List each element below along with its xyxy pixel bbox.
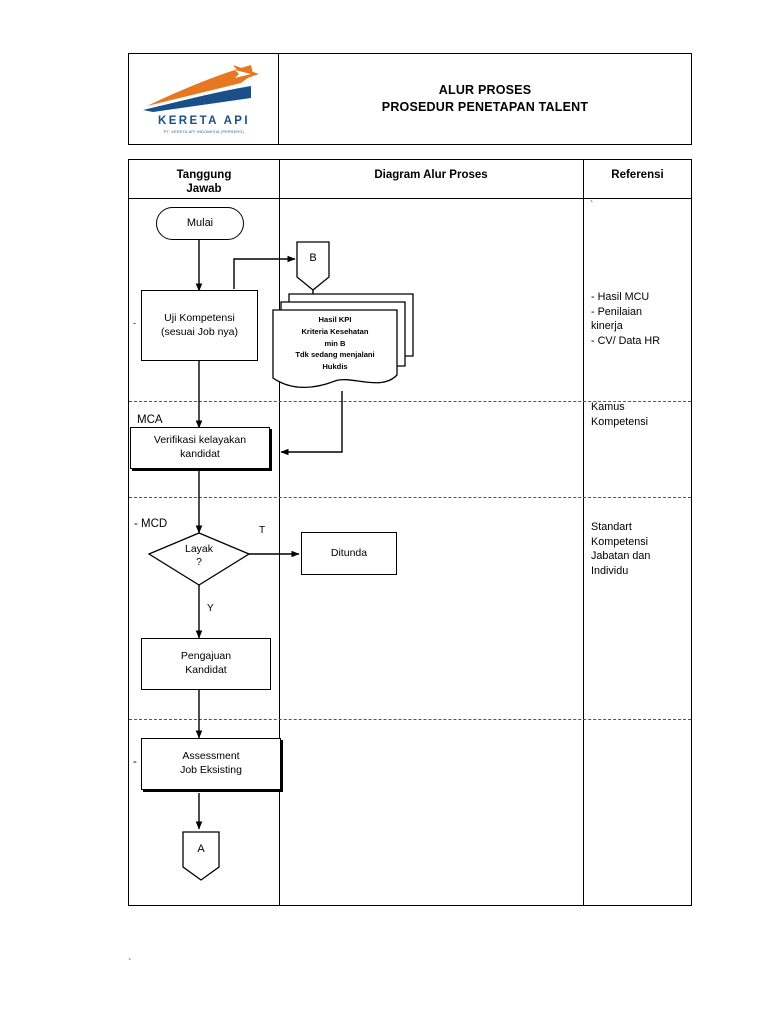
flow-node-assessment-l2: Job Eksisting — [180, 764, 242, 776]
flow-node-verifikasi-l2: kandidat — [180, 448, 220, 460]
header-logo-cell: KERETA API PT. KERETA API INDONESIA (PER… — [129, 54, 279, 144]
logo-wordmark-sub: PT. KERETA API INDONESIA (PERSERO) — [163, 129, 245, 134]
column-header-tanggung-jawab-l1: Tanggung — [176, 169, 232, 181]
flow-node-layak-l2: ? — [196, 556, 202, 569]
column-divider-1 — [279, 160, 280, 905]
column-divider-2 — [583, 160, 584, 905]
column-header-tanggung-jawab-l2: Jawab — [186, 183, 222, 196]
flow-node-ditunda-label: Ditunda — [330, 546, 368, 559]
flow-node-start: Mulai — [156, 207, 244, 240]
doc-line-2: Kriteria Kesehatan — [301, 326, 369, 336]
reference-lane-3: Standart Kompetensi Jabatan dan Individu — [591, 521, 651, 577]
doc-line-3: min B — [324, 338, 346, 348]
lane-separator-1 — [129, 401, 691, 402]
lane-responsible-mca: MCA — [137, 414, 163, 426]
logo-wordmark: KERETA API PT. KERETA API INDONESIA (PER… — [141, 115, 267, 134]
lane-responsible-mcd: - MCD — [134, 518, 168, 530]
flow-node-layak-l1: Layak — [184, 543, 214, 555]
flow-node-layak-text: Layak ? — [169, 543, 229, 569]
doc-line-5: Hukdis — [322, 362, 348, 372]
lane-separator-2 — [129, 497, 691, 498]
flow-node-uji-kompetensi-l2: (sesuai Job nya) — [160, 325, 239, 338]
process-flow-table: Tanggung Jawab Diagram Alur Proses Refer… — [128, 159, 692, 906]
column-header-referensi: Referensi — [611, 169, 664, 181]
tick-mark-uji: - — [133, 318, 136, 328]
flow-node-verifikasi: Verifikasi kelayakan kandidat — [130, 427, 270, 469]
flow-connector-b-label: B — [309, 252, 317, 264]
flow-node-pengajuan-l2: Kandidat — [185, 664, 227, 676]
column-header-tanggung-jawab: Tanggung Jawab — [129, 168, 279, 197]
flow-node-assessment-l1: Assessment — [182, 750, 240, 763]
flow-connector-a-label: A — [197, 843, 205, 855]
reference-lane-2: Kamus Kompetensi — [591, 401, 649, 428]
stray-tick-reference-top: ` — [590, 200, 594, 211]
flow-node-start-label: Mulai — [186, 217, 214, 230]
flow-node-pengajuan-l1: Pengajuan — [180, 650, 232, 663]
flow-node-pengajuan-kandidat: Pengajuan Kandidat — [141, 638, 271, 690]
flow-node-ditunda: Ditunda — [301, 532, 397, 575]
kereta-api-logo: KERETA API PT. KERETA API INDONESIA (PER… — [141, 62, 267, 138]
doc-line-1: Hasil KPI — [318, 315, 352, 324]
flow-node-assessment: Assessment Job Eksisting — [141, 738, 281, 790]
header-title-line2: PROSEDUR PENETAPAN TALENT — [381, 100, 589, 114]
column-header-diagram: Diagram Alur Proses — [374, 169, 488, 181]
stray-tick-page-bottom: ` — [128, 958, 132, 969]
flow-node-verifikasi-l1: Verifikasi kelayakan — [153, 434, 247, 447]
logo-wordmark-main: KERETA API — [158, 115, 250, 127]
flow-node-document-text: Hasil KPI Kriteria Kesehatan min B Tdk s… — [275, 314, 395, 373]
flow-node-uji-kompetensi: Uji Kompetensi (sesuai Job nya) — [141, 290, 258, 361]
header-title-line1: ALUR PROSES — [438, 83, 532, 98]
edge-label-tidak: T — [259, 525, 266, 536]
flow-node-uji-kompetensi-l1: Uji Kompetensi — [164, 311, 235, 324]
header-row-divider — [129, 198, 691, 199]
reference-lane-1: - Hasil MCU - Penilaian kinerja - CV/ Da… — [591, 291, 660, 347]
edge-label-ya: Y — [207, 603, 214, 614]
header-title-cell: ALUR PROSES PROSEDUR PENETAPAN TALENT — [279, 54, 691, 144]
lane-separator-3 — [129, 719, 691, 720]
lane-responsible-4: - — [133, 756, 137, 768]
doc-line-4: Tdk sedang menjalani — [295, 350, 375, 360]
document-header: KERETA API PT. KERETA API INDONESIA (PER… — [128, 53, 692, 145]
